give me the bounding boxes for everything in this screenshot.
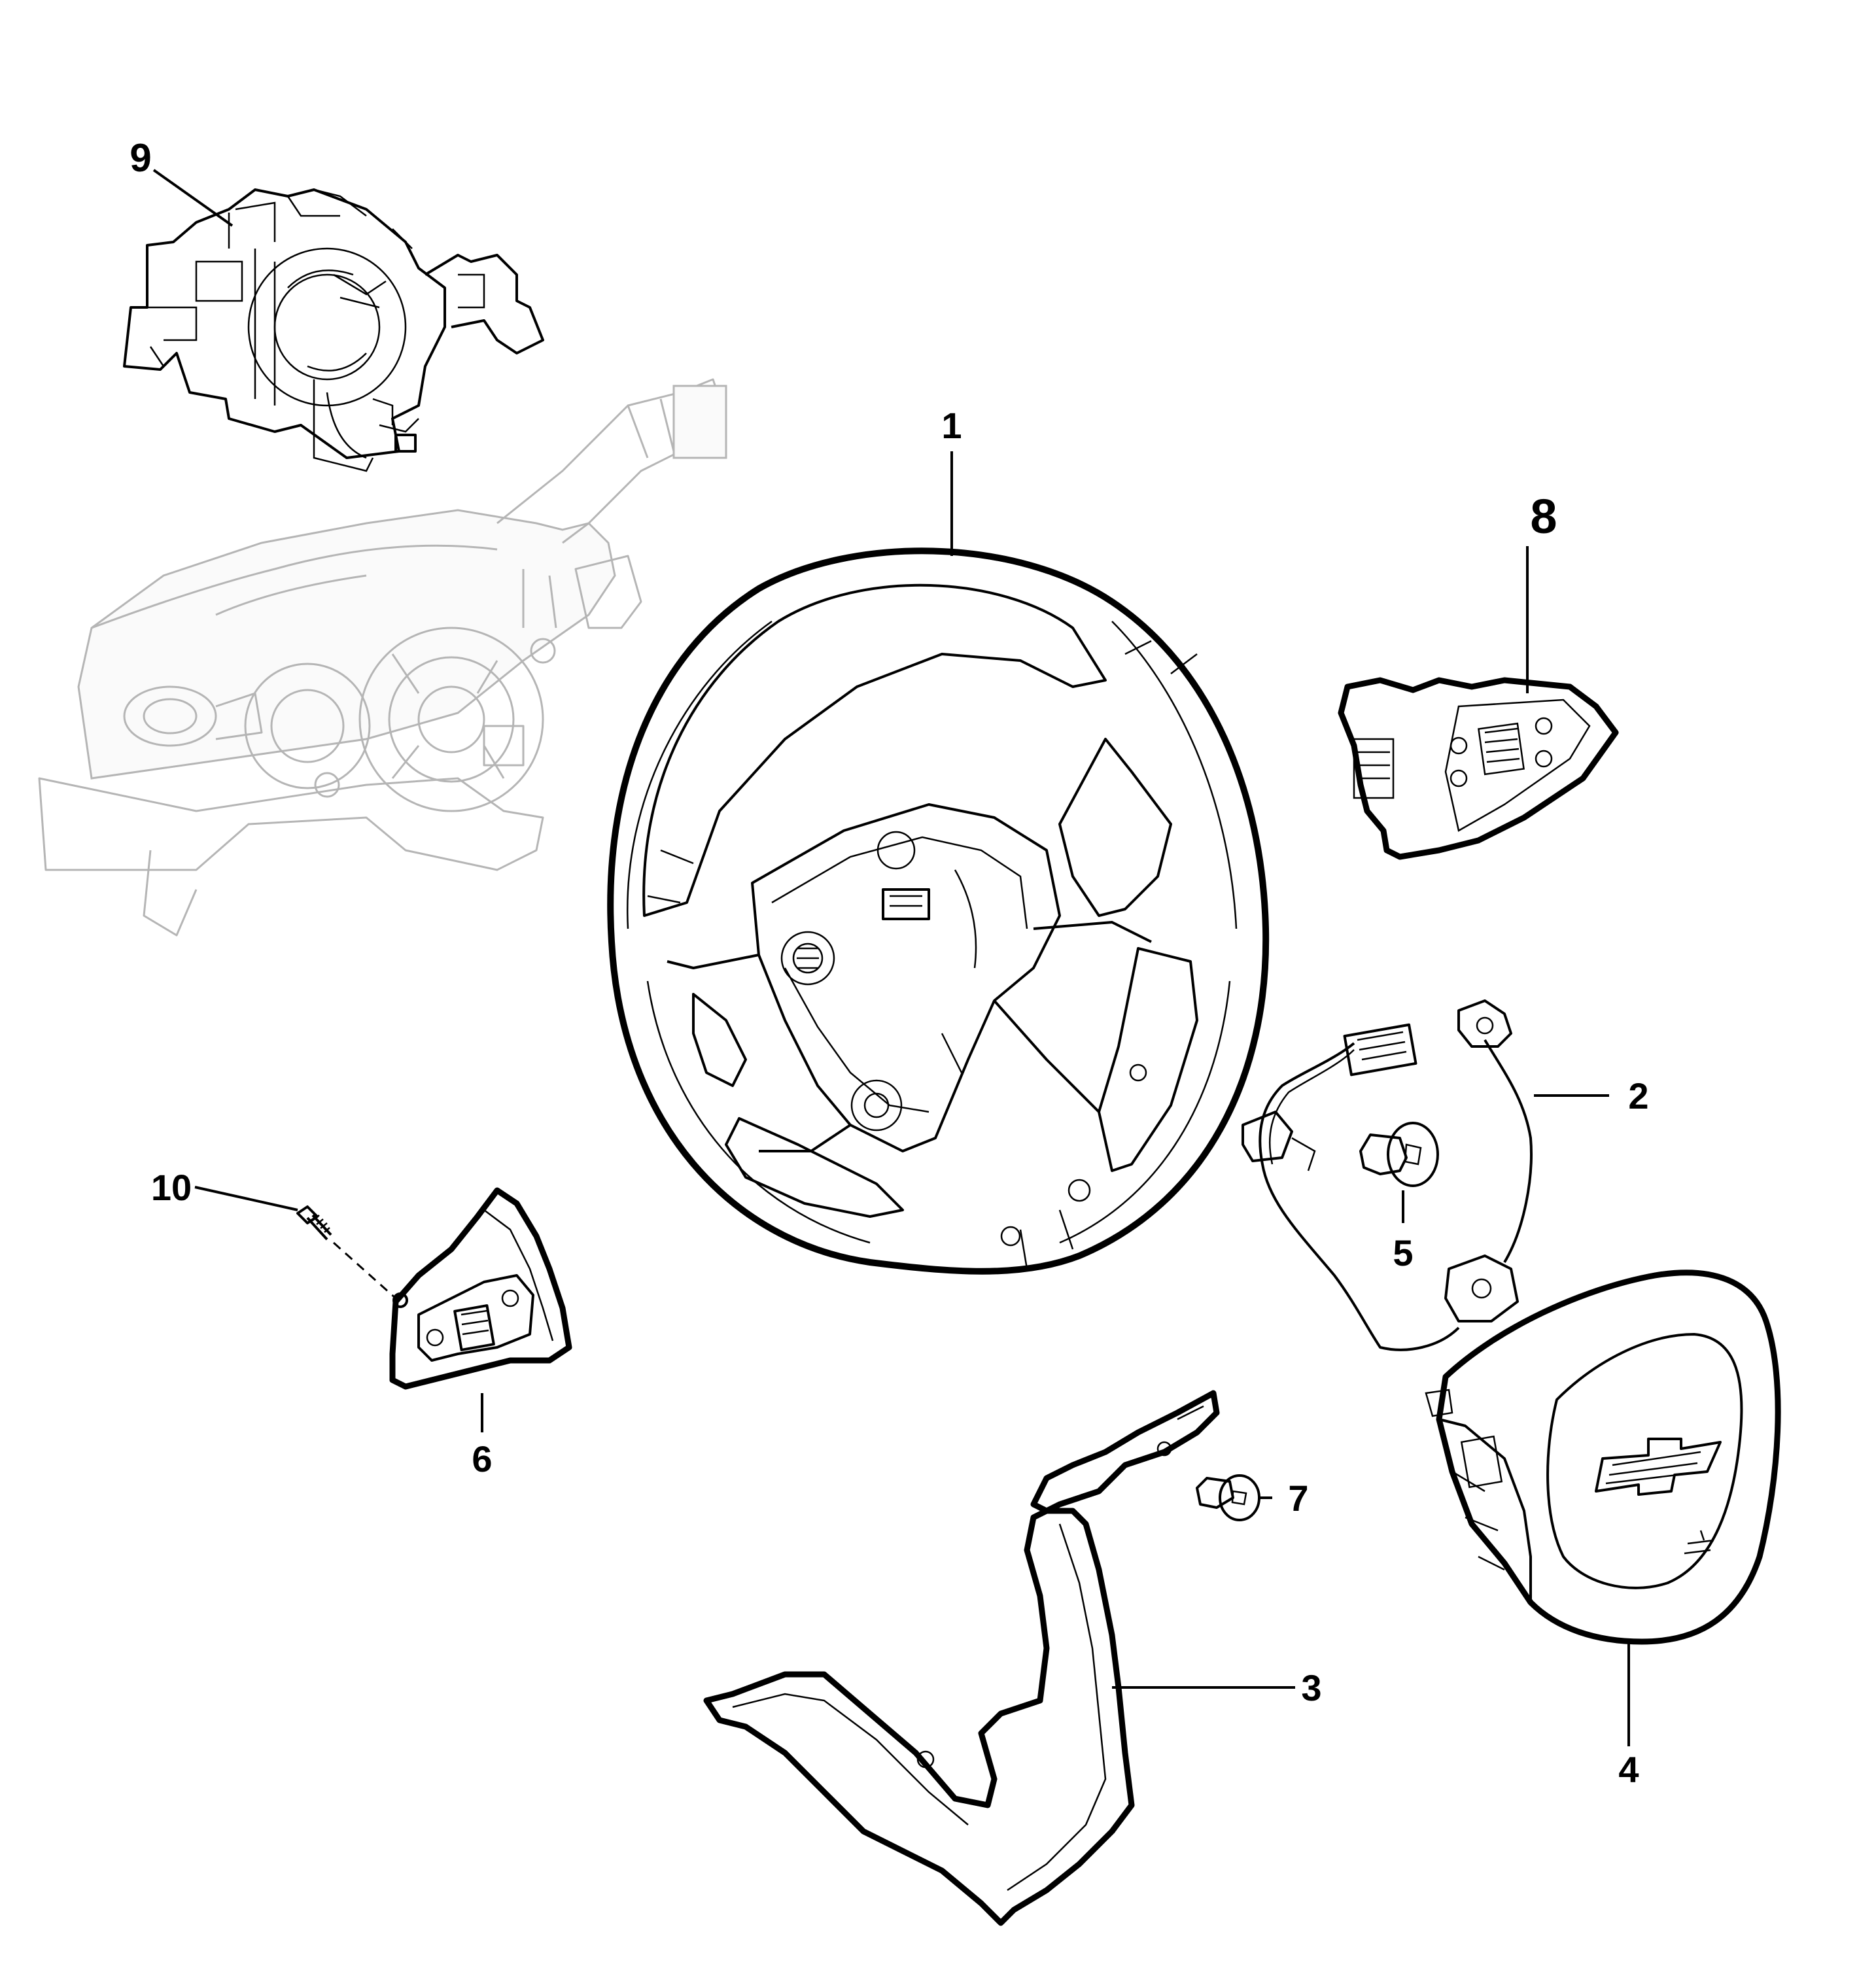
part-7-bolt (1196, 1474, 1260, 1521)
part-2-wiring-harness (1242, 999, 1533, 1351)
callout-7: 7 (1288, 1478, 1308, 1519)
callout-labels: 1 2 3 4 5 6 7 8 9 10 (130, 136, 1648, 1790)
leader-lines (152, 169, 1630, 1746)
part-10-screw (296, 1205, 397, 1300)
callout-2: 2 (1628, 1075, 1648, 1116)
part-3-lower-trim-cover (703, 1390, 1220, 1926)
part-9-clock-spring-module (123, 188, 544, 472)
part-5-bolt (1359, 1122, 1439, 1187)
callout-3: 3 (1301, 1667, 1321, 1708)
callout-1: 1 (941, 405, 962, 446)
part-1-steering-wheel (607, 547, 1270, 1275)
callout-6: 6 (472, 1438, 492, 1479)
callout-8: 8 (1530, 489, 1557, 544)
part-6-left-control-switch (389, 1187, 572, 1390)
callout-4: 4 (1618, 1749, 1639, 1790)
callout-10: 10 (151, 1167, 192, 1208)
callout-9: 9 (130, 136, 151, 180)
part-8-right-control-switch (1338, 677, 1619, 860)
steering-column-housing-ghost (38, 378, 727, 937)
callout-5: 5 (1393, 1232, 1413, 1273)
part-4-airbag-module (1425, 1270, 1781, 1645)
